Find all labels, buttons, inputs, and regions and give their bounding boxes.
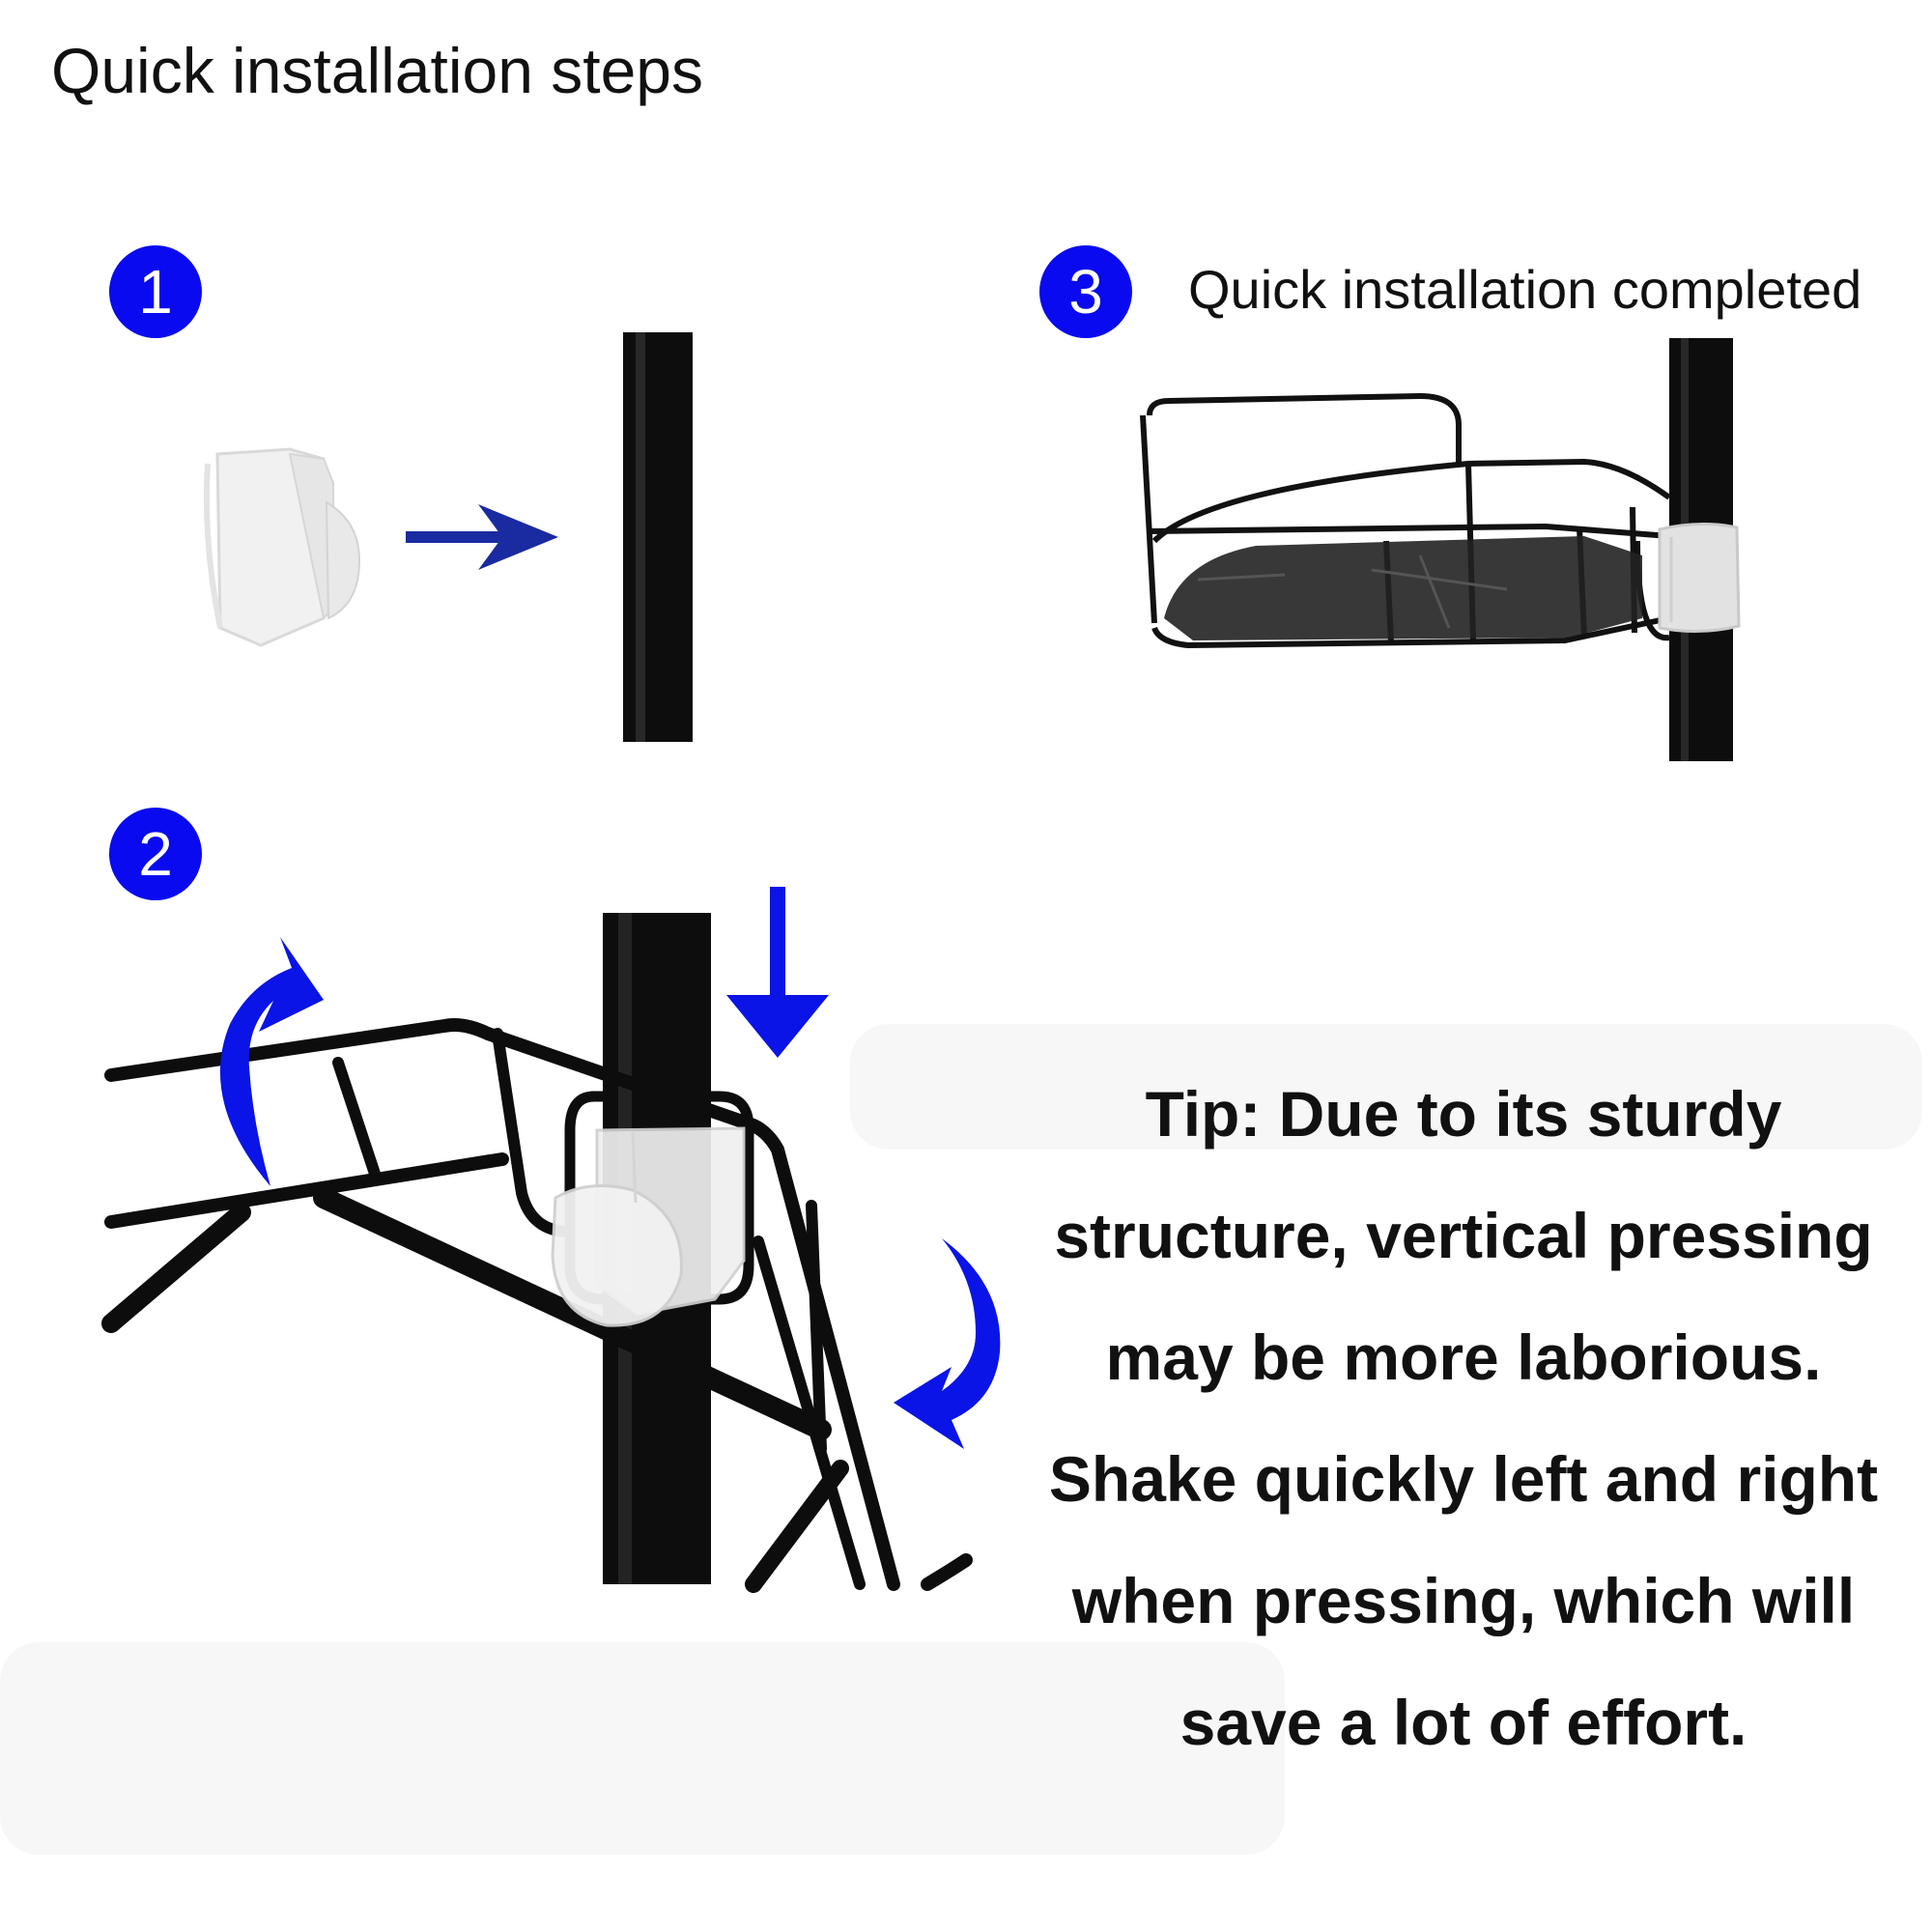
tip-line: Tip: Due to its sturdy (1145, 1078, 1782, 1150)
step-2-badge: 2 (109, 808, 202, 900)
step-3-badge: 3 (1039, 245, 1132, 338)
arrow-right-icon (406, 504, 558, 570)
basket-frame (101, 1018, 973, 1593)
tip-line: when pressing, which will (1071, 1565, 1856, 1636)
step-3-caption: Quick installation completed (1188, 259, 1862, 320)
plastic-clip (1658, 522, 1741, 634)
tip-text: Tip: Due to its sturdy structure, vertic… (1005, 1053, 1922, 1783)
page-title: Quick installation steps (51, 35, 703, 106)
background-smear (0, 1642, 1285, 1855)
tip-line: structure, vertical pressing (1054, 1200, 1873, 1271)
tip-line: Shake quickly left and right (1048, 1443, 1879, 1515)
step-3-illustration (1140, 338, 1741, 761)
plastic-clip (551, 1126, 746, 1327)
step-1-illustration (203, 332, 693, 742)
step-2-illustration (101, 887, 1001, 1593)
basket (1140, 392, 1671, 649)
step-1-badge: 1 (109, 245, 202, 338)
curved-arrow-down-icon (894, 1238, 1001, 1449)
plastic-clip (203, 447, 361, 647)
background-smear (850, 1024, 1922, 1150)
curved-arrow-up-icon (219, 937, 324, 1186)
basket-floor (1164, 536, 1642, 640)
pole (623, 332, 693, 742)
arrow-down-icon (726, 887, 829, 1058)
tip-line: save a lot of effort. (1179, 1687, 1747, 1758)
tip-line: may be more laborious. (1105, 1321, 1822, 1393)
